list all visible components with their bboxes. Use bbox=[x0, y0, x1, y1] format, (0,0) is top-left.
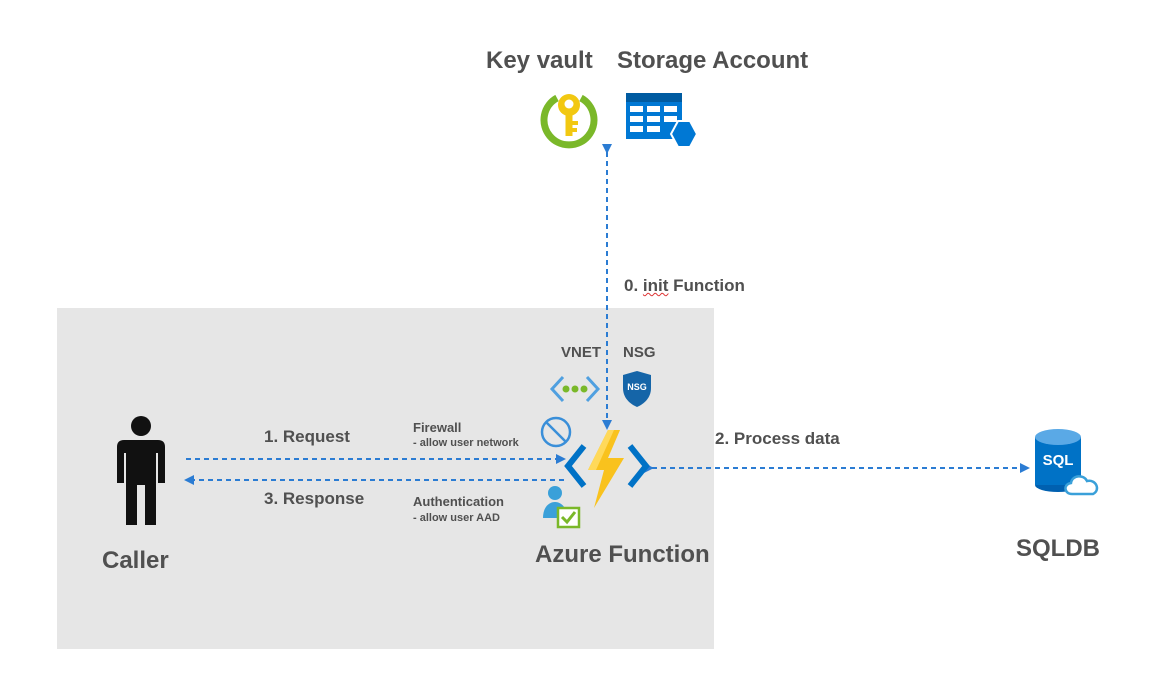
init-word: init bbox=[642, 276, 669, 295]
key-vault-icon bbox=[540, 94, 598, 149]
azure-function-icon bbox=[564, 430, 650, 508]
azure-function-label: Azure Function bbox=[535, 541, 710, 568]
vnet-icon bbox=[549, 375, 601, 403]
init-function-word: Function bbox=[673, 276, 745, 295]
process-data-label: 2. Process data bbox=[715, 429, 840, 448]
storage-account-label: Storage Account bbox=[617, 47, 809, 74]
user-auth-check-icon bbox=[543, 486, 581, 529]
authentication-title: Authentication bbox=[413, 494, 504, 509]
firewall-block-icon bbox=[540, 416, 572, 448]
nsg-badge-text: NSG bbox=[627, 382, 647, 392]
firewall-title: Firewall bbox=[413, 420, 462, 435]
response-label: 3. Response bbox=[264, 489, 365, 508]
vnet-label: VNET bbox=[561, 344, 602, 361]
request-label: 1. Request bbox=[264, 427, 350, 446]
caller-person-icon bbox=[117, 416, 165, 525]
sql-badge-text: SQL bbox=[1042, 452, 1074, 469]
init-step-number: 0. bbox=[624, 276, 639, 295]
sqldb-label: SQLDB bbox=[1016, 535, 1100, 562]
nsg-label: NSG bbox=[623, 344, 656, 361]
caller-label: Caller bbox=[102, 547, 169, 574]
storage-table-icon bbox=[626, 93, 698, 148]
init-function-label: 0. init Function bbox=[624, 276, 745, 296]
nsg-shield-icon: NSG bbox=[622, 370, 652, 408]
authentication-detail: - allow user AAD bbox=[413, 512, 500, 524]
key-vault-label: Key vault bbox=[486, 47, 593, 74]
firewall-detail: - allow user network bbox=[413, 437, 519, 449]
sql-database-icon: SQL bbox=[1030, 424, 1104, 500]
